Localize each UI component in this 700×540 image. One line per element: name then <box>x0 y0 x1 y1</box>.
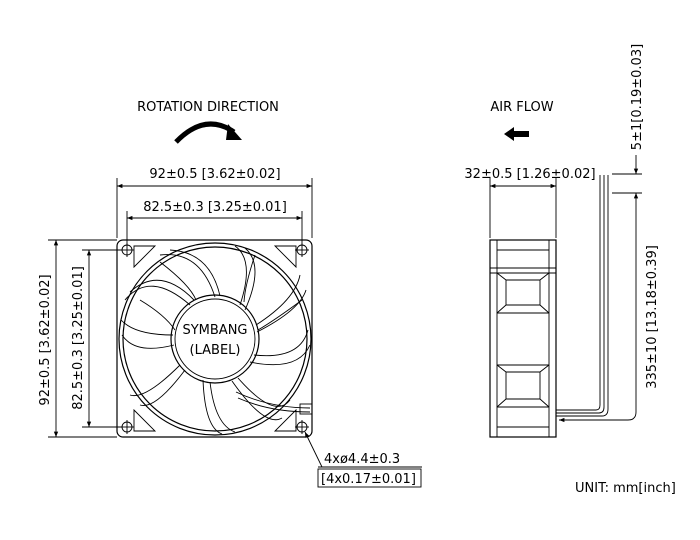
mounting-holes <box>120 243 309 434</box>
wire-dimensions <box>559 155 642 423</box>
depth-label: 32±0.5 [1.26±0.02] <box>464 167 595 182</box>
hole-spec-mm: 4xø4.4±0.3 <box>324 452 400 467</box>
fan-front-frame <box>116 239 313 438</box>
width-dimension <box>116 178 313 245</box>
label-line-1: SYMBANG <box>182 323 247 338</box>
front-wire-exit <box>235 391 313 415</box>
depth-dimension <box>489 178 557 238</box>
height-dimension <box>48 239 122 438</box>
height-outer-label: 92±0.5 [3.62±0.02] <box>38 274 53 405</box>
hole-callout-leader <box>304 431 422 488</box>
fan-side-frame <box>489 239 557 438</box>
label-hub <box>170 294 260 384</box>
unit-note: UNIT: mm[inch] <box>575 481 676 496</box>
width-outer-label: 92±0.5 [3.62±0.02] <box>149 167 280 182</box>
label-line-2: (LABEL) <box>190 343 241 358</box>
airflow-label: AIR FLOW <box>490 100 553 115</box>
airflow-arrow-icon <box>504 127 529 141</box>
hole-spec-inch: [4x0.17±0.01] <box>321 472 416 487</box>
rotation-direction-label: ROTATION DIRECTION <box>137 100 279 115</box>
lead-length-label: 335±10 [13.18±0.39] <box>645 245 660 389</box>
strip-length-label: 5±1[0.19±0.03] <box>630 44 645 150</box>
lead-wires <box>556 175 609 417</box>
width-holes-label: 82.5±0.3 [3.25±0.01] <box>143 200 287 215</box>
rotation-arrow-icon <box>174 121 242 144</box>
height-holes-label: 82.5±0.3 [3.25±0.01] <box>71 266 86 410</box>
fan-blades <box>120 245 311 435</box>
